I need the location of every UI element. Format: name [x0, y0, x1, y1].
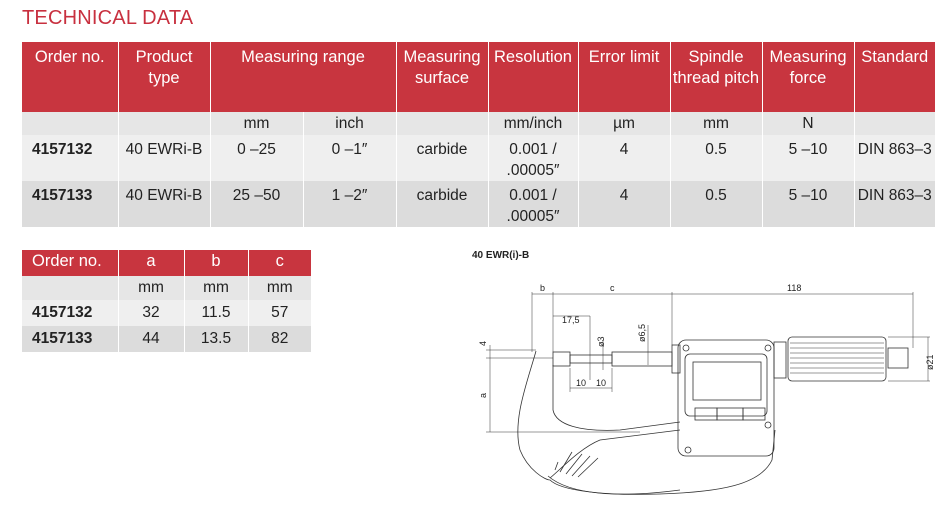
drawing-label: 40 EWR(i)-B [472, 250, 529, 261]
order-no-cell: 4157132 [22, 135, 119, 181]
table-row: 4157132 32 11.5 57 [22, 300, 312, 326]
dim-b: b [540, 283, 545, 293]
dim-10-right: 10 [596, 378, 606, 388]
unit-cell: mm [670, 112, 763, 135]
table-row: 4157132 40 EWRi-B 0 –25 0 –1″ carbide 0.… [22, 135, 936, 181]
table-cell: carbide [396, 181, 489, 227]
table-cell: 44 [118, 326, 185, 352]
unit-cell: mm/inch [488, 112, 579, 135]
table-row: 4157133 40 EWRi-B 25 –50 1 –2″ carbide 0… [22, 181, 936, 227]
dimensions-table: Order no. a b c mm mm mm 4157132 32 11.5… [22, 250, 312, 352]
micrometer-drawing: 40 EWR(i)-B b c 118 17,5 10 10 ø3 ø6,5 4… [472, 250, 935, 495]
table-cell: 0 –25 [210, 135, 304, 181]
table-cell: 4 [578, 135, 671, 181]
dim-d3: ø3 [596, 336, 606, 347]
header-standard: Standard [854, 42, 936, 112]
order-no-cell: 4157133 [22, 181, 119, 227]
header-error-limit: Error limit [578, 42, 671, 112]
table-row: 4157133 44 13.5 82 [22, 326, 312, 352]
unit-cell: mm [118, 276, 185, 300]
order-no-cell: 4157133 [22, 326, 119, 352]
table-cell: 0.001 / .00005″ [488, 181, 579, 227]
table-cell: 32 [118, 300, 185, 326]
table-cell: DIN 863–3 [854, 181, 936, 227]
table-cell: carbide [396, 135, 489, 181]
table-cell: DIN 863–3 [854, 135, 936, 181]
dim-10-left: 10 [576, 378, 586, 388]
header-resolution: Resolution [488, 42, 579, 112]
header-product-type: Product type [118, 42, 211, 112]
unit-cell [22, 112, 119, 135]
table-cell: 5 –10 [762, 135, 855, 181]
dim-c: c [610, 283, 615, 293]
order-no-cell: 4157132 [22, 300, 119, 326]
micrometer-outline [486, 292, 930, 495]
table-cell: 5 –10 [762, 181, 855, 227]
header-order-no: Order no. [22, 42, 119, 112]
unit-cell: mm [210, 112, 304, 135]
unit-cell: mm [184, 276, 249, 300]
units-row: mm mm mm [22, 276, 312, 300]
table-cell: 57 [248, 300, 312, 326]
unit-cell: mm [248, 276, 312, 300]
table-cell: 0.5 [670, 135, 763, 181]
header-measuring-range: Measuring range [210, 42, 397, 112]
unit-cell: inch [303, 112, 397, 135]
dim-d6-5: ø6,5 [637, 324, 647, 342]
header-order-no: Order no. [22, 250, 119, 276]
table-cell: 25 –50 [210, 181, 304, 227]
unit-cell [118, 112, 211, 135]
units-row: mm inch mm/inch µm mm N [22, 112, 936, 135]
header-spindle-pitch: Spindle thread pitch [670, 42, 763, 112]
table-cell: 82 [248, 326, 312, 352]
unit-cell: µm [578, 112, 671, 135]
dim-a: a [478, 393, 488, 398]
dim-4: 4 [478, 341, 488, 346]
unit-cell [396, 112, 489, 135]
unit-cell [22, 276, 119, 300]
section-title: TECHNICAL DATA [22, 7, 194, 29]
table-cell: 40 EWRi-B [118, 181, 211, 227]
dim-d21: ø21 [925, 354, 935, 370]
table-cell: 40 EWRi-B [118, 135, 211, 181]
table-cell: 0.5 [670, 181, 763, 227]
table-header-row: Order no. a b c [22, 250, 312, 276]
table-cell: 1 –2″ [303, 181, 397, 227]
table-cell: 0 –1″ [303, 135, 397, 181]
header-b: b [184, 250, 249, 276]
unit-cell: N [762, 112, 855, 135]
table-cell: 13.5 [184, 326, 249, 352]
header-measuring-force: Measuring force [762, 42, 855, 112]
header-c: c [248, 250, 312, 276]
header-measuring-surface: Measuring surface [396, 42, 489, 112]
unit-cell [854, 112, 936, 135]
dim-118: 118 [787, 283, 801, 293]
table-cell: 4 [578, 181, 671, 227]
table-cell: 11.5 [184, 300, 249, 326]
header-a: a [118, 250, 185, 276]
table-header-row: Order no. Product type Measuring range M… [22, 42, 936, 112]
table-cell: 0.001 / .00005″ [488, 135, 579, 181]
dim-17-5: 17,5 [562, 315, 580, 325]
technical-data-table: Order no. Product type Measuring range M… [22, 42, 936, 227]
